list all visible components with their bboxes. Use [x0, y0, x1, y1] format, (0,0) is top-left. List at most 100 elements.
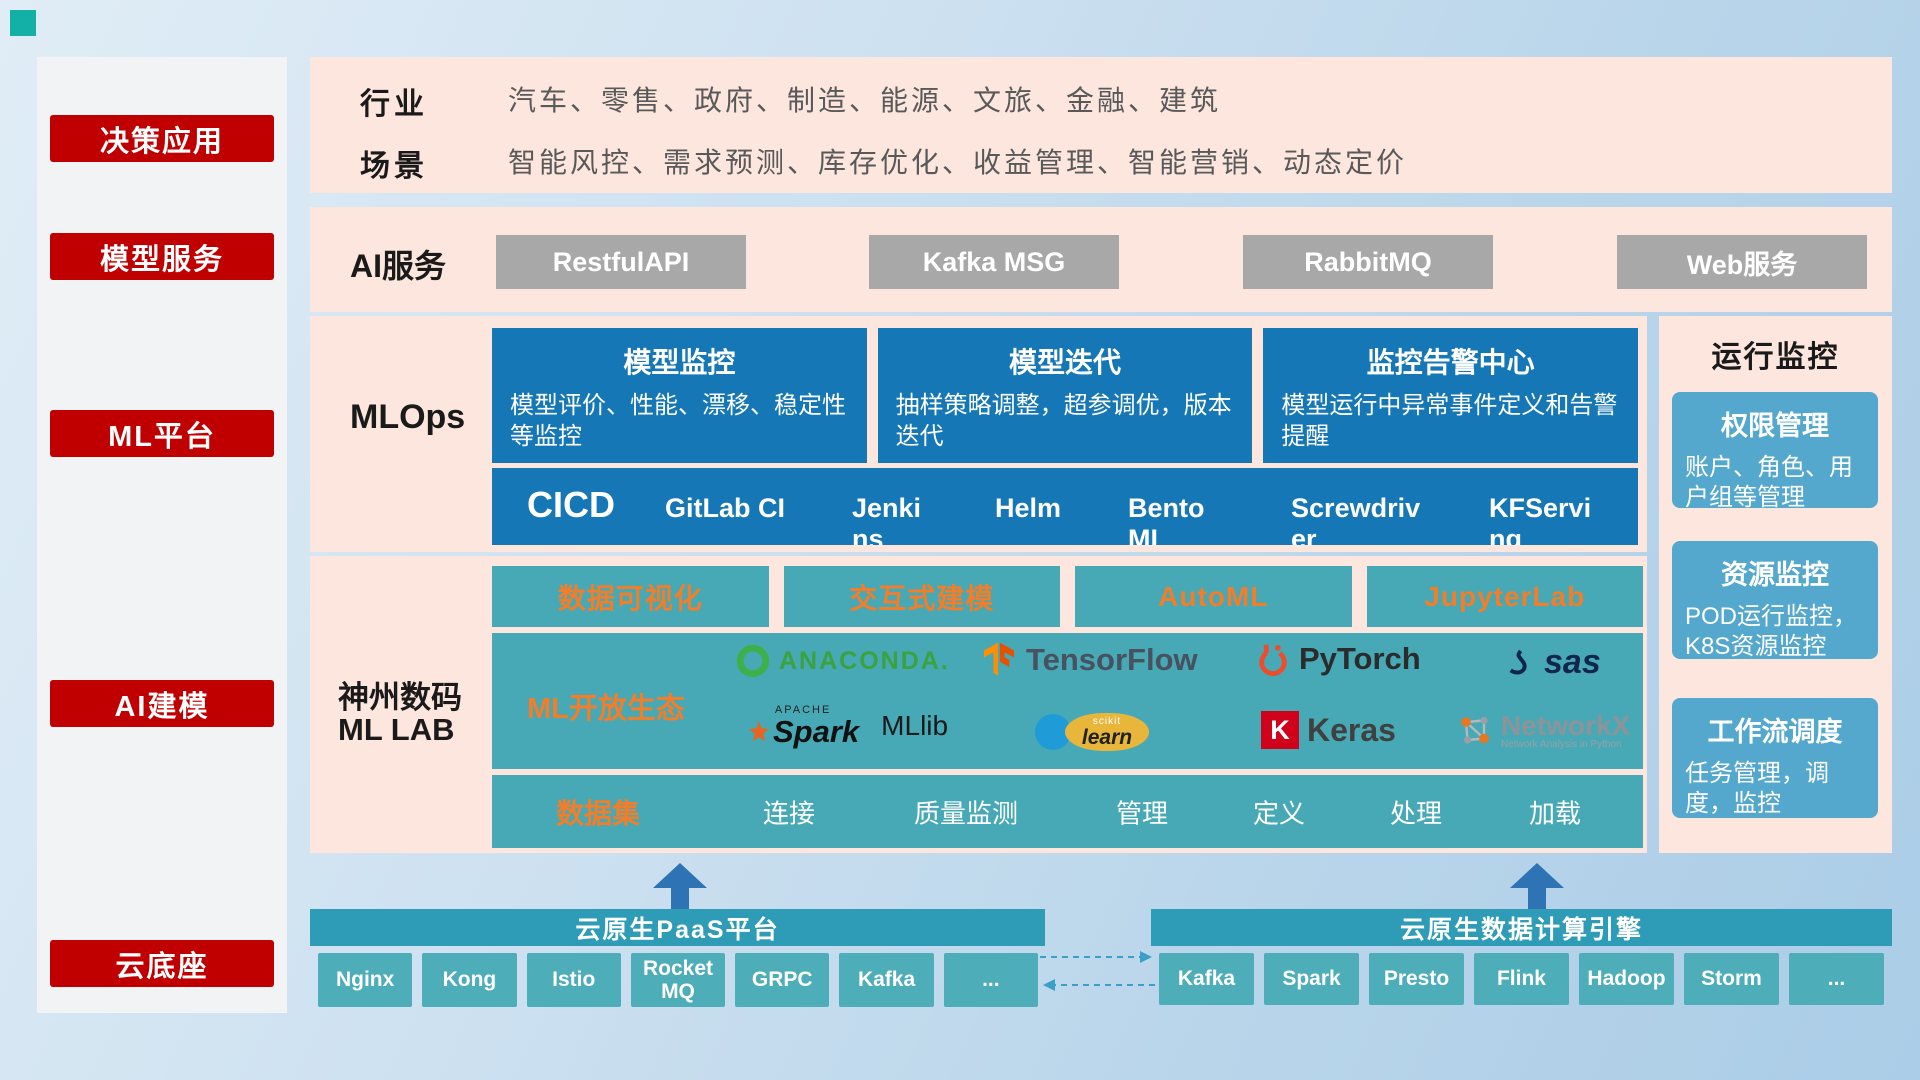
paas-nginx: Nginx: [318, 953, 413, 1007]
sidebar-item-cloud-base: 云底座: [50, 940, 274, 987]
data-engine-bar: 云原生数据计算引擎: [1151, 909, 1892, 946]
up-arrow-icon: [1510, 863, 1564, 888]
runtime-monitor-panel: 运行监控 权限管理 账户、角色、用户组等管理 资源监控 POD运行监控，K8S资…: [1659, 316, 1892, 853]
monitor-title: 运行监控: [1711, 341, 1840, 374]
sidebar-item-decision-apps: 决策应用: [50, 115, 274, 162]
tensorflow-text: TensorFlow: [1026, 642, 1198, 677]
card-title: 权限管理: [1721, 411, 1829, 441]
up-arrow-stem: [671, 887, 689, 909]
keras-text: Keras: [1307, 711, 1396, 748]
card-title: 监控告警中心: [1366, 347, 1535, 378]
engine-presto: Presto: [1369, 953, 1464, 1005]
paas-grpc: GRPC: [735, 953, 830, 1007]
engine-storm: Storm: [1684, 953, 1779, 1005]
sas-logo: sas: [1504, 643, 1601, 682]
spark-block: APACHE Spark: [747, 705, 859, 747]
anaconda-text: ANACONDA.: [779, 646, 950, 675]
up-arrow-icon: [653, 863, 707, 888]
scenario-label: 场景: [360, 150, 428, 183]
tensorflow-logo: TensorFlow: [980, 641, 1198, 679]
up-arrow-stem: [1528, 887, 1546, 909]
mllab-label-line2: ML LAB: [338, 712, 455, 747]
card-resource-monitoring: 资源监控 POD运行监控，K8S资源监控: [1672, 541, 1878, 660]
paas-rocketmq: RocketMQ: [630, 953, 726, 1007]
anaconda-logo: ANACONDA.: [735, 643, 950, 679]
tensorflow-icon: [983, 642, 1015, 676]
btn-interactive-modeling: 交互式建模: [783, 566, 1060, 627]
card-title: 资源监控: [1721, 560, 1829, 590]
card-title: 模型迭代: [1009, 347, 1122, 378]
engine-spark: Spark: [1264, 953, 1359, 1005]
paas-platform-bar: 云原生PaaS平台: [310, 909, 1045, 946]
paas-istio: Istio: [526, 953, 621, 1007]
service-web: Web服务: [1617, 235, 1867, 289]
btn-jupyterlab: JupyterLab: [1366, 566, 1643, 627]
industry-list: 汽车、零售、政府、制造、能源、文旅、金融、建筑: [508, 85, 1222, 116]
card-model-monitoring: 模型监控 模型评价、性能、漂移、稳定性等监控: [492, 328, 867, 463]
tool-screwdriver: Screwdriver: [1291, 493, 1421, 545]
engine-kafka: Kafka: [1159, 953, 1254, 1005]
engine-more: ...: [1789, 953, 1884, 1005]
card-workflow-scheduling: 工作流调度 任务管理，调度，监控: [1672, 698, 1878, 818]
card-desc: 抽样策略调整，超参调优，版本迭代: [895, 392, 1232, 451]
corner-square-decoration: [10, 10, 36, 36]
service-kafka-msg: Kafka MSG: [869, 235, 1119, 289]
pytorch-text: PyTorch: [1299, 641, 1421, 676]
scikit-learn-text: learn: [1081, 725, 1133, 749]
card-alert-center: 监控告警中心 模型运行中异常事件定义和告警提醒: [1263, 328, 1639, 463]
networkx-logo: NetworkX Network Analysis in Python: [1457, 711, 1630, 751]
card-desc: 模型运行中异常事件定义和告警提醒: [1281, 392, 1618, 451]
tool-bentoml: BentoML: [1128, 493, 1205, 545]
ai-service-panel: AI服务 RestfulAPI Kafka MSG RabbitMQ Web服务: [310, 207, 1892, 312]
dataset-item-define: 定义: [1252, 798, 1306, 828]
dataset-label: 数据集: [555, 797, 641, 829]
pytorch-icon: [1259, 644, 1287, 676]
spark-mllib-logo: APACHE Spark MLlib: [747, 705, 948, 747]
card-desc: 账户、角色、用户组等管理: [1685, 454, 1853, 511]
scikit-top-text: scikit: [1092, 715, 1122, 727]
engine-flink: Flink: [1474, 953, 1569, 1005]
dataset-item-load: 加载: [1528, 798, 1582, 828]
card-title: 工作流调度: [1707, 717, 1843, 747]
mllab-panel: 神州数码 ML LAB 数据可视化 交互式建模 AutoML JupyterLa…: [310, 556, 1647, 853]
card-desc: POD运行监控，K8S资源监控: [1685, 603, 1858, 660]
paas-components: Nginx Kong Istio RocketMQ GRPC Kafka ...: [318, 953, 1038, 1007]
left-category-sidebar: 决策应用 模型服务 ML平台 AI建模 云底座: [37, 57, 287, 1013]
sidebar-item-ml-platform: ML平台: [50, 410, 274, 457]
dataset-item-connect: 连接: [762, 798, 816, 828]
mlops-panel: MLOps 模型监控 模型评价、性能、漂移、稳定性等监控 模型迭代 抽样策略调整…: [310, 316, 1647, 552]
tool-gitlab-ci: GitLab CI: [665, 493, 785, 523]
dataset-item-quality: 质量监测: [913, 798, 1019, 828]
mlops-cards: 模型监控 模型评价、性能、漂移、稳定性等监控 模型迭代 抽样策略调整，超参调优，…: [492, 328, 1639, 463]
keras-k-icon: K: [1261, 711, 1299, 749]
mllib-text: MLlib: [881, 710, 949, 741]
pytorch-logo: PyTorch: [1255, 641, 1421, 677]
paas-kong: Kong: [422, 953, 517, 1007]
card-model-iteration: 模型迭代 抽样策略调整，超参调优，版本迭代: [877, 328, 1253, 463]
scikit-learn-logo: scikit learn: [1035, 713, 1149, 751]
card-permission-management: 权限管理 账户、角色、用户组等管理: [1672, 392, 1878, 511]
service-rabbitmq: RabbitMQ: [1243, 235, 1493, 289]
ecosystem-label: ML开放生态: [527, 693, 685, 725]
engine-hadoop: Hadoop: [1579, 953, 1674, 1005]
data-engine-components: Kafka Spark Presto Flink Hadoop Storm ..…: [1159, 953, 1884, 1005]
card-desc: 任务管理，调度，监控: [1685, 760, 1829, 817]
industry-scenario-panel: 行业 汽车、零售、政府、制造、能源、文旅、金融、建筑 场景 智能风控、需求预测、…: [310, 57, 1892, 193]
cicd-label: CICD: [527, 484, 615, 525]
keras-logo: K Keras: [1261, 711, 1396, 749]
dataset-bar: 数据集 连接 质量监测 管理 定义 处理 加载: [492, 775, 1643, 848]
networkx-text: NetworkX: [1501, 710, 1631, 741]
scenario-list: 智能风控、需求预测、库存优化、收益管理、智能营销、动态定价: [508, 147, 1408, 178]
ai-service-label: AI服务: [350, 248, 447, 284]
mlops-label: MLOps: [350, 398, 466, 436]
service-restfulapi: RestfulAPI: [496, 235, 746, 289]
sidebar-item-ai-modeling: AI建模: [50, 680, 274, 727]
tool-helm: Helm: [995, 493, 1062, 523]
card-desc: 模型评价、性能、漂移、稳定性等监控: [510, 392, 846, 451]
networkx-graph-icon: [1461, 716, 1489, 744]
spark-text: Spark: [773, 714, 860, 749]
scikit-badge: scikit learn: [1065, 713, 1149, 751]
mllab-label-line1: 神州数码: [338, 680, 462, 715]
paas-kafka: Kafka: [839, 953, 934, 1007]
networkx-subtitle: Network Analysis in Python: [1501, 739, 1622, 751]
